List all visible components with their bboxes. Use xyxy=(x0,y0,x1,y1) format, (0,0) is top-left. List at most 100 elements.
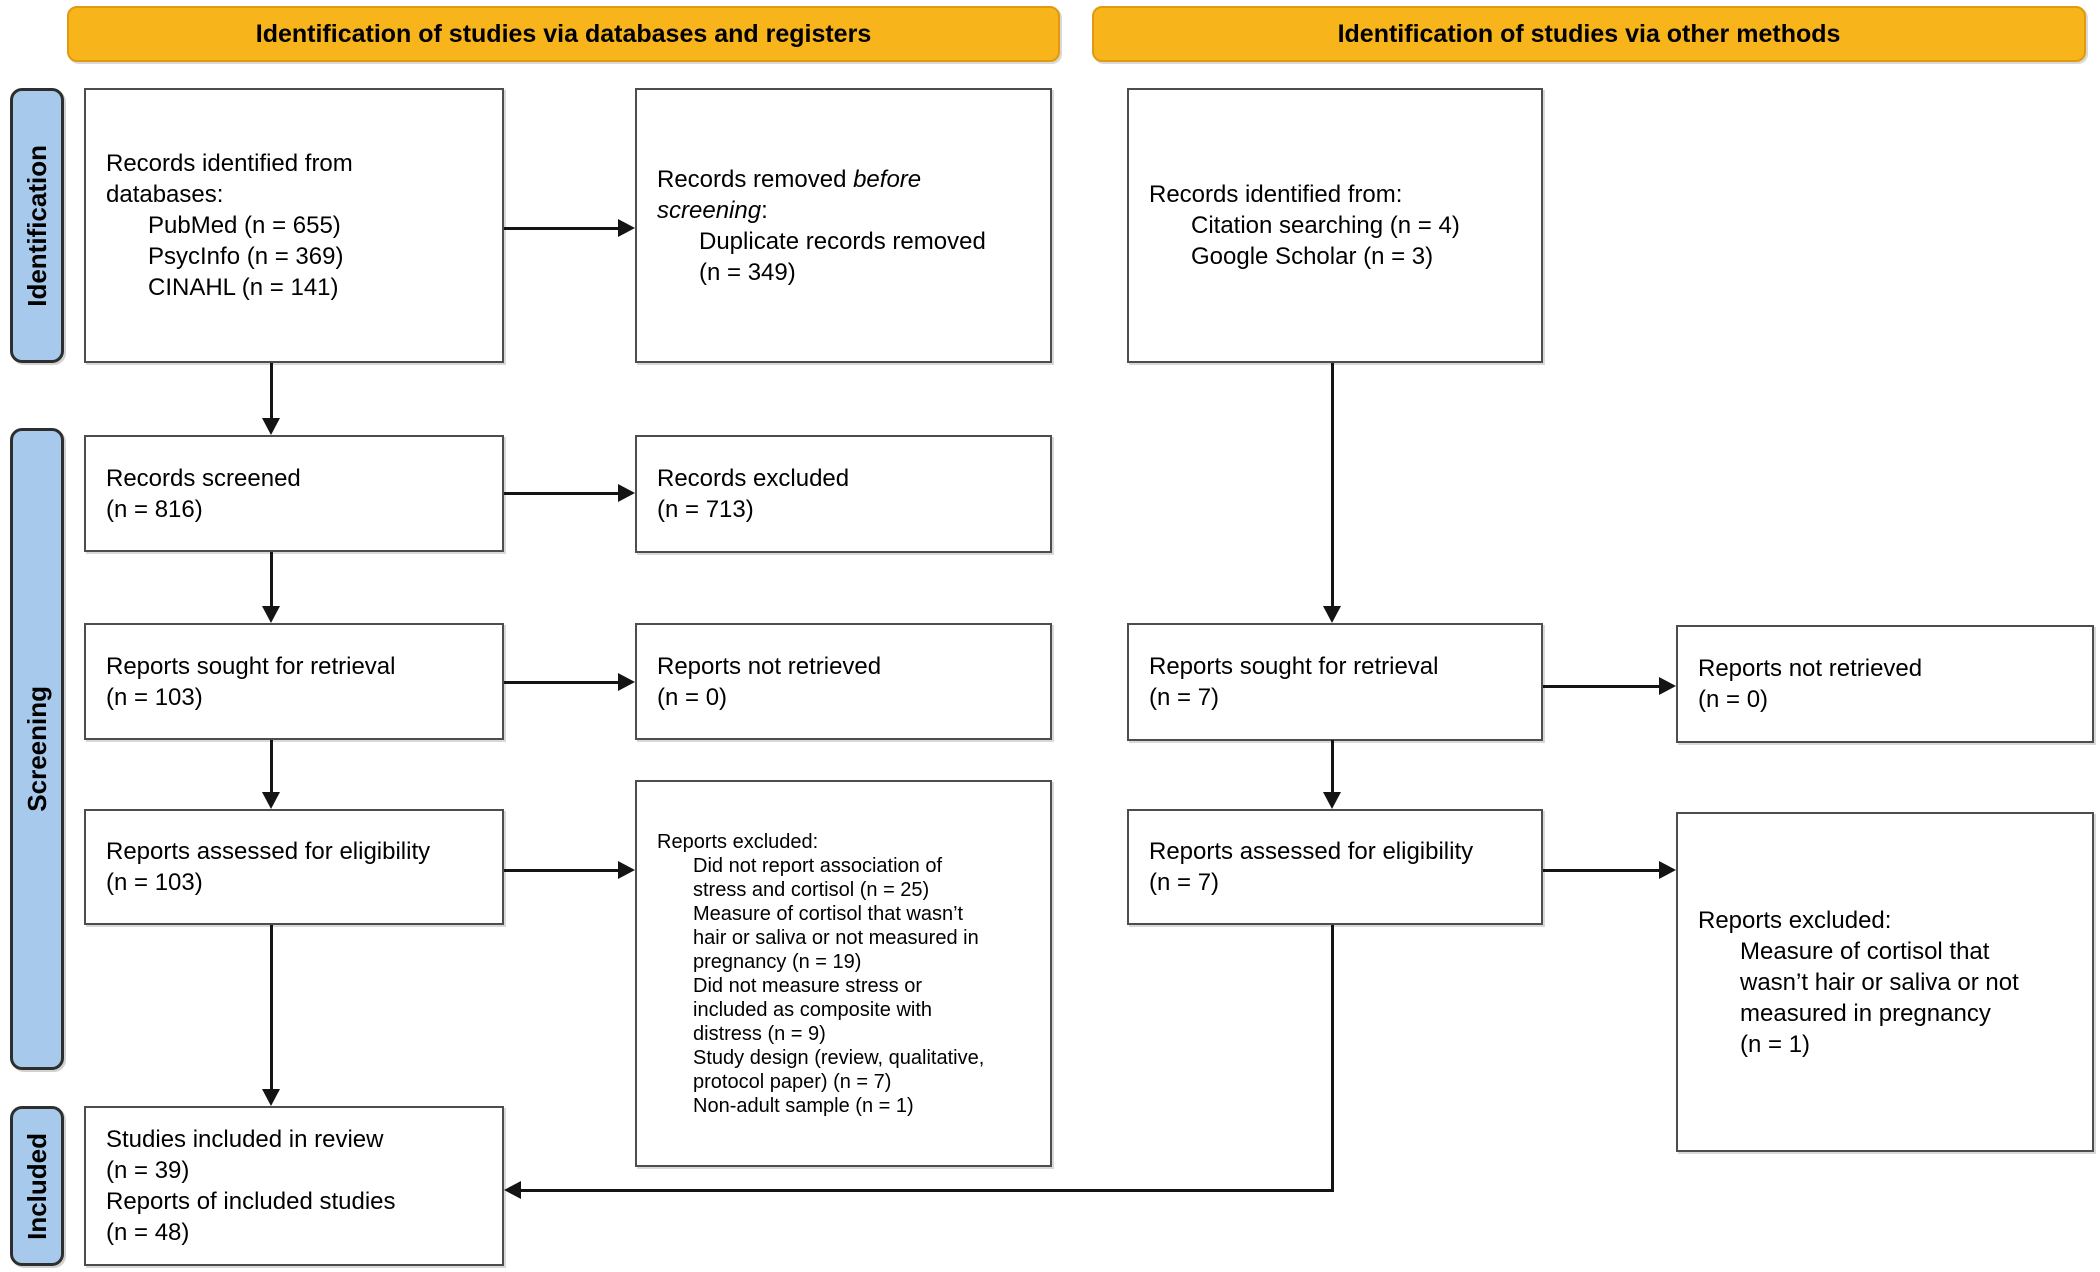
text-line: (n = 816) xyxy=(106,495,203,523)
arrowhead-right-icon xyxy=(618,219,635,237)
text-line: hair or saliva or not measured in xyxy=(693,926,979,949)
arrowhead-right-icon xyxy=(618,673,635,691)
arrow-line xyxy=(504,681,620,684)
box-reports-sought-databases: Reports sought for retrieval (n = 103) xyxy=(84,623,504,740)
text-line: Reports not retrieved xyxy=(1698,655,1923,682)
text-line: Reports sought for retrieval xyxy=(1149,653,1439,680)
arrow-line xyxy=(1331,925,1334,1192)
text-line: distress (n = 9) xyxy=(693,1022,826,1045)
arrow-line xyxy=(270,552,273,608)
stage-identification-label: Identification xyxy=(21,144,52,307)
arrowhead-down-icon xyxy=(262,418,280,435)
arrowhead-down-icon xyxy=(1323,606,1341,623)
text-line: PubMed (n = 655) xyxy=(148,212,341,239)
arrowhead-right-icon xyxy=(1659,861,1676,879)
text-line: Study design (review, qualitative, xyxy=(693,1046,985,1069)
text-line: (n = 103) xyxy=(106,869,203,896)
arrow-line xyxy=(1331,740,1334,794)
text-line: (n = 0) xyxy=(1698,686,1769,713)
text-line: (n = 103) xyxy=(106,683,203,711)
arrowhead-down-icon xyxy=(1323,792,1341,809)
stage-screening: Screening xyxy=(10,428,64,1070)
text-line: Measure of cortisol that wasn’t xyxy=(693,902,964,925)
stage-screening-label: Screening xyxy=(21,686,52,812)
arrowhead-down-icon xyxy=(262,792,280,809)
arrow-line xyxy=(270,740,273,794)
text-line: Records excluded xyxy=(657,465,850,492)
text-segment-italic: before xyxy=(853,165,922,193)
text-line: (n = 0) xyxy=(657,683,728,711)
text-line: Non-adult sample (n = 1) xyxy=(693,1094,914,1117)
text-line: Reports not retrieved xyxy=(657,652,882,680)
box-records-removed-before-screening: Records removed before screening: Duplic… xyxy=(635,88,1052,363)
box-reports-sought-other: Reports sought for retrieval (n = 7) xyxy=(1127,623,1543,741)
text-line: Records identified from: xyxy=(1149,181,1403,208)
header-databases-label: Identification of studies via databases … xyxy=(255,19,872,48)
text-line: measured in pregnancy xyxy=(1740,999,1991,1027)
box-records-screened: Records screened (n = 816) xyxy=(84,435,504,552)
text-line: Reports assessed for eligibility xyxy=(1149,838,1474,865)
text-line: pregnancy (n = 19) xyxy=(693,950,862,973)
arrow-line xyxy=(519,1189,1333,1192)
arrow-line xyxy=(1543,685,1661,688)
box-records-identified-other: Records identified from: Citation search… xyxy=(1127,88,1543,363)
arrow-line xyxy=(270,925,273,1091)
header-databases-registers: Identification of studies via databases … xyxy=(67,6,1060,62)
box-reports-excluded-databases: Reports excluded: Did not report associa… xyxy=(635,780,1052,1167)
text-line: (n = 713) xyxy=(657,496,754,523)
arrow-line xyxy=(504,869,620,872)
text-line: (n = 48) xyxy=(106,1219,190,1246)
text-line: Reports sought for retrieval xyxy=(106,652,396,680)
text-line: Did not measure stress or xyxy=(693,974,922,997)
box-studies-included: Studies included in review (n = 39) Repo… xyxy=(84,1106,504,1266)
text-line: Reports excluded: xyxy=(1698,906,1892,934)
text-line: (n = 349) xyxy=(699,258,796,286)
text-line: Google Scholar (n = 3) xyxy=(1191,243,1434,270)
text-segment: Records removed xyxy=(657,165,854,193)
text-segment-italic: screening xyxy=(657,196,762,224)
stage-included-label: Included xyxy=(21,1132,52,1240)
text-segment: : xyxy=(761,196,768,224)
text-line: Studies included in review xyxy=(106,1126,384,1153)
text-line: Records removed before xyxy=(657,164,1038,195)
text-line: Records screened xyxy=(106,464,301,492)
stage-identification: Identification xyxy=(10,88,64,363)
text-line: (n = 1) xyxy=(1740,1030,1811,1058)
box-reports-not-retrieved-other: Reports not retrieved (n = 0) xyxy=(1676,625,2094,743)
stage-included: Included xyxy=(10,1106,64,1266)
arrowhead-down-icon xyxy=(262,606,280,623)
box-reports-excluded-other: Reports excluded: Measure of cortisol th… xyxy=(1676,812,2094,1152)
header-other-label: Identification of studies via other meth… xyxy=(1337,19,1841,48)
text-line: (n = 7) xyxy=(1149,684,1220,711)
arrow-line xyxy=(504,492,620,495)
arrow-line xyxy=(1543,869,1661,872)
arrow-line xyxy=(504,227,620,230)
text-line: Measure of cortisol that xyxy=(1740,937,1990,965)
text-line: Did not report association of xyxy=(693,854,943,877)
text-line: databases: xyxy=(106,181,224,208)
text-line: (n = 7) xyxy=(1149,869,1220,896)
box-records-identified-databases: Records identified from databases: PubMe… xyxy=(84,88,504,363)
arrowhead-left-icon xyxy=(504,1181,521,1199)
header-other-methods: Identification of studies via other meth… xyxy=(1092,6,2086,62)
arrowhead-right-icon xyxy=(618,484,635,502)
text-line: Reports excluded: xyxy=(657,830,819,853)
text-line: Records identified from xyxy=(106,150,353,177)
box-reports-not-retrieved-databases: Reports not retrieved (n = 0) xyxy=(635,623,1052,740)
text-line: Reports assessed for eligibility xyxy=(106,838,431,865)
text-line: wasn’t hair or saliva or not xyxy=(1740,968,2019,996)
text-line: stress and cortisol (n = 25) xyxy=(693,878,930,901)
text-line: included as composite with xyxy=(693,998,933,1021)
text-line: Duplicate records removed xyxy=(699,227,986,255)
text-line: screening: xyxy=(657,195,1038,226)
arrowhead-right-icon xyxy=(1659,677,1676,695)
text-line: (n = 39) xyxy=(106,1157,190,1184)
box-reports-assessed-databases: Reports assessed for eligibility (n = 10… xyxy=(84,809,504,925)
text-line: PsycInfo (n = 369) xyxy=(148,243,344,270)
text-line: Citation searching (n = 4) xyxy=(1191,212,1460,239)
arrow-line xyxy=(1331,363,1334,608)
text-line: protocol paper) (n = 7) xyxy=(693,1070,892,1093)
arrow-line xyxy=(270,363,273,420)
text-line: CINAHL (n = 141) xyxy=(148,274,339,301)
